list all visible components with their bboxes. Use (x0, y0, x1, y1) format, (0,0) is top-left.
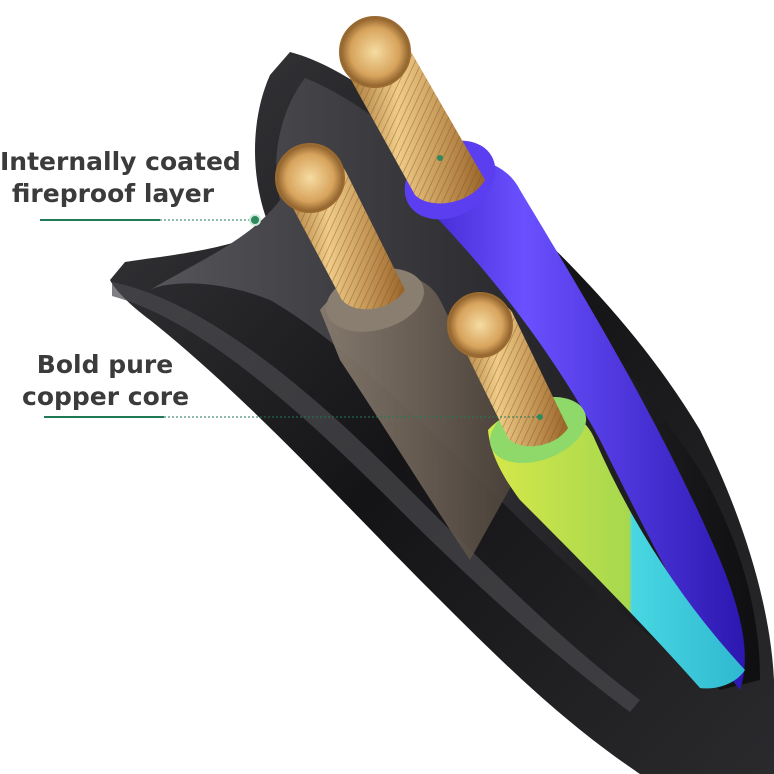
callout-dot-copper-top (437, 155, 443, 161)
callout-dot-copper (537, 414, 543, 420)
fireproof-label-line1: Internally coated (0, 147, 241, 176)
copper-core-top (339, 16, 485, 204)
callout-dot-fireproof (249, 214, 261, 226)
copper-core-label: Bold pure copper core (22, 349, 190, 413)
fireproof-layer-label: Internally coated fireproof layer (0, 146, 241, 210)
copper-label-line1: Bold pure (36, 350, 174, 379)
callout-fireproof (40, 214, 261, 226)
copper-core-bottom (447, 292, 568, 447)
fireproof-label-line2: fireproof layer (11, 179, 215, 208)
copper-label-line2: copper core (22, 382, 190, 411)
callout-copper (44, 155, 543, 420)
copper-core-middle (275, 143, 405, 310)
